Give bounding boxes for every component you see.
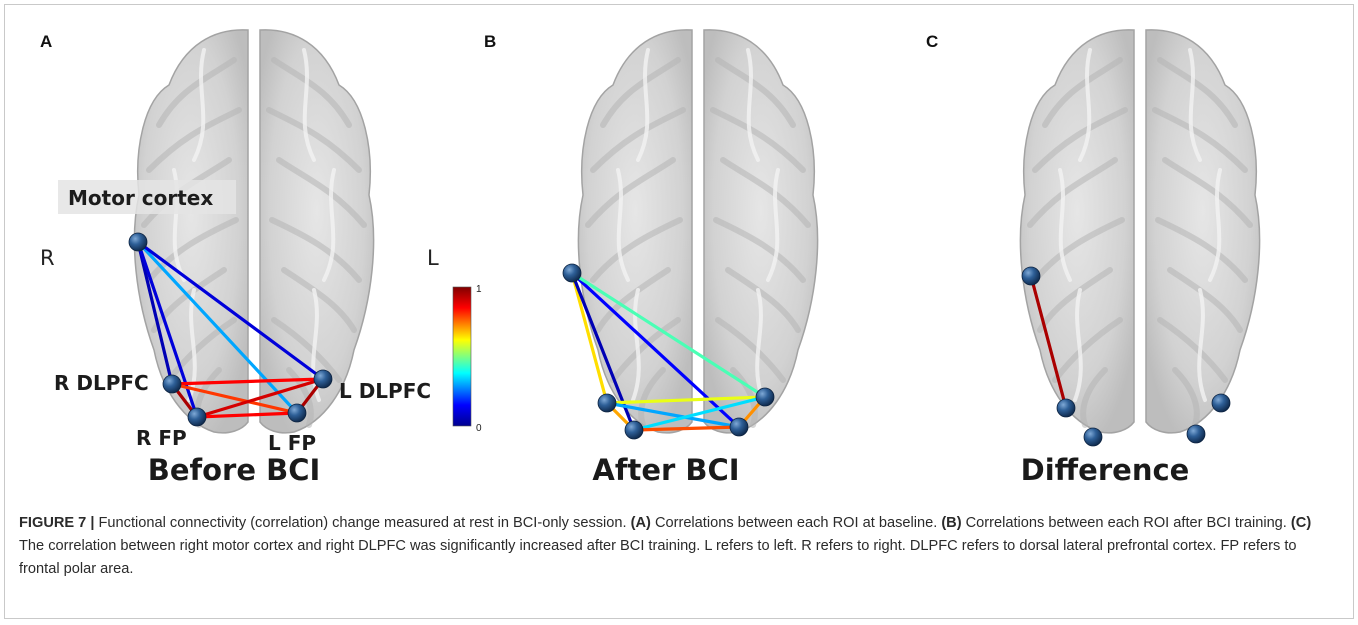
panel-label-b: B <box>484 32 496 51</box>
edge-a-r-fp-to-l-fp <box>195 411 299 419</box>
node-a-l-dlpfc <box>313 369 333 389</box>
edge-a-r-motor-cortex-to-l-fp <box>136 240 299 415</box>
edge-b-r-motor-cortex-to-l-dlpfc <box>570 271 767 399</box>
left-side-label: L <box>427 246 439 270</box>
left-hemisphere-b <box>704 30 818 433</box>
node-a-r-motor-cortex <box>128 232 148 252</box>
edge-b-r-motor-cortex-to-l-fp <box>570 271 741 429</box>
caption-a-label: (A) <box>630 515 651 531</box>
panel-title-after: After BCI <box>592 453 739 487</box>
colorbar-max-label: 1 <box>476 284 482 295</box>
caption-intro: Functional connectivity (correlation) ch… <box>94 515 631 531</box>
edge-a-r-fp-to-l-dlpfc <box>195 377 325 419</box>
right-hemisphere-a <box>134 30 248 433</box>
edge-c-r-motor-cortex-to-r-dlpfc <box>1029 274 1068 410</box>
panel-title-difference: Difference <box>1021 453 1190 487</box>
caption-b-label: (B) <box>941 515 962 531</box>
node-c-r-motor-cortex <box>1021 266 1041 286</box>
brain-renderings <box>134 30 1259 433</box>
caption-c-label: (C) <box>1290 515 1312 531</box>
left-hemisphere-c <box>1146 30 1260 433</box>
edge-b-r-motor-cortex-to-r-dlpfc <box>570 271 609 405</box>
l-dlpfc-label: L DLPFC <box>339 379 431 403</box>
edge-b-r-dlpfc-to-l-dlpfc <box>605 395 767 405</box>
panel-title-before: Before BCI <box>148 453 321 487</box>
panel-label-a: A <box>40 32 52 51</box>
node-c-r-dlpfc <box>1056 398 1076 418</box>
node-b-r-dlpfc <box>597 393 617 413</box>
node-b-r-motor-cortex <box>562 263 582 283</box>
node-c-l-fp <box>1186 424 1206 444</box>
motor-cortex-label: Motor cortex <box>68 186 213 210</box>
edge-b-r-dlpfc-to-l-fp <box>605 401 741 429</box>
right-hemisphere-b <box>578 30 692 433</box>
r-dlpfc-label: R DLPFC <box>54 371 149 395</box>
caption-c-text: The correlation between right motor cort… <box>19 538 1297 577</box>
figure-caption: FIGURE 7 | Functional connectivity (corr… <box>19 512 1337 581</box>
colorbar-min-label: 0 <box>476 423 482 434</box>
caption-a-text: Correlations between each ROI at baselin… <box>650 515 942 531</box>
node-a-r-fp <box>187 407 207 427</box>
node-c-r-fp <box>1083 427 1103 447</box>
figure-panels: A B C Motor cortex R L R DLPFC L DLPFC R… <box>40 0 1358 487</box>
edge-b-r-fp-to-l-dlpfc <box>632 395 767 432</box>
right-hemisphere-c <box>1020 30 1134 433</box>
caption-figure-label: FIGURE 7 | <box>19 515 95 531</box>
panel-label-c: C <box>926 32 938 51</box>
edge-a-r-motor-cortex-to-r-dlpfc <box>136 240 174 386</box>
edge-a-r-dlpfc-to-l-fp <box>170 382 299 415</box>
edge-a-r-motor-cortex-to-l-dlpfc <box>136 240 325 381</box>
l-fp-label: L FP <box>268 431 316 455</box>
node-a-r-dlpfc <box>162 374 182 394</box>
colorbar <box>452 286 472 427</box>
caption-b-text: Correlations between each ROI after BCI … <box>961 515 1291 531</box>
right-side-label: R <box>40 246 55 270</box>
motor-cortex-label-bg <box>58 180 236 214</box>
r-fp-label: R FP <box>136 426 187 450</box>
brain-b <box>578 30 817 433</box>
node-b-r-fp <box>624 420 644 440</box>
connectivity-edges <box>136 240 1068 432</box>
node-a-l-fp <box>287 403 307 423</box>
node-b-l-fp <box>729 417 749 437</box>
edge-b-r-fp-to-l-fp <box>632 425 741 432</box>
roi-nodes <box>128 232 1231 447</box>
node-c-l-dlpfc <box>1211 393 1231 413</box>
edge-a-r-dlpfc-to-l-dlpfc <box>170 377 325 386</box>
node-b-l-dlpfc <box>755 387 775 407</box>
